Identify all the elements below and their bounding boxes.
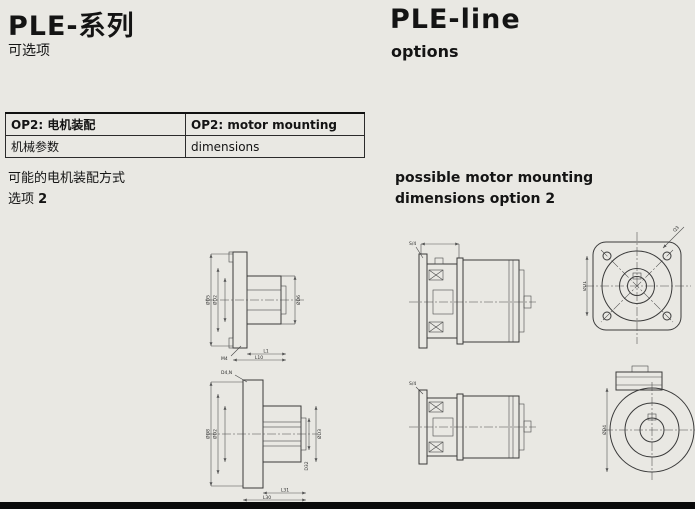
bolt-top (428, 401, 444, 413)
flange-section-large-svg: D4,N ØD8 ØD2 D32 ØD3 L31 L30 (205, 370, 323, 502)
dim-label: ØD3 (316, 429, 323, 439)
intro-zh: 可能的电机装配方式 选项 2 (8, 168, 125, 210)
table-cell-op2-en: OP2: motor mounting (185, 112, 365, 136)
intro-zh-line2-number: 2 (38, 192, 48, 207)
drawing-motor-side-top: S/4 (405, 236, 540, 366)
bolt-bottom (428, 441, 444, 453)
bolt-bottom (428, 321, 444, 333)
motor-flange (456, 257, 464, 345)
bolt-hole (662, 311, 672, 321)
page-subtitle-en: options (391, 42, 459, 61)
intro-en-line1: possible motor mounting (395, 170, 594, 186)
dim-label: ØD1 (583, 281, 588, 291)
page-subtitle-zh: 可选项 (8, 43, 50, 59)
note-label: S/4 (409, 381, 416, 387)
bolt-hole (602, 251, 612, 261)
dim-label: L10 (255, 355, 263, 361)
terminal-box-top (631, 365, 649, 373)
bolt-hole (662, 251, 672, 261)
motor-endcap (518, 269, 525, 333)
adapter-housing (426, 263, 458, 339)
intro-zh-line2: 选项 2 (8, 189, 125, 210)
drawing-flange-section-small: ØD5 ØD2 ØD6 L1 L10 M4 (203, 228, 313, 364)
note-label: D4,N (221, 370, 232, 376)
table-cell-op2-zh: OP2: 电机装配 (5, 112, 186, 136)
bolt-hole (602, 311, 612, 321)
bolt-top (428, 269, 444, 281)
motor-side-bottom-svg: S/4 (409, 381, 536, 465)
note-label: M4 (221, 356, 228, 362)
drawing-front-view-top: Q3 ØD1 (581, 218, 695, 360)
note-label: S/4 (409, 241, 416, 247)
page-title-en: PLE-line (390, 4, 521, 35)
dim-label: ØD6 (295, 295, 302, 305)
dim-label: L31 (281, 488, 289, 494)
dim-label: D32 (304, 461, 310, 470)
output-flange (418, 253, 428, 349)
footer-bar (0, 502, 695, 509)
motor-body (462, 259, 520, 343)
flange-tab-top (228, 251, 234, 263)
eyebolt (434, 257, 444, 265)
dim-label: L30 (263, 495, 271, 501)
drawing-flange-section-large: D4,N ØD8 ØD2 D32 ØD3 L31 L30 (205, 366, 325, 502)
intro-en: possible motor mounting dimensions optio… (395, 168, 593, 210)
page-title-zh: PLE-系列 (8, 11, 135, 42)
table-cell-dimensions-zh: 机械参数 (5, 135, 186, 158)
dim-label: Q3 (672, 225, 681, 234)
drawing-motor-side-bottom: S/4 (405, 376, 540, 476)
intro-en-line2: dimensions option 2 (395, 191, 556, 207)
dim-label: ØD4 (602, 425, 608, 435)
dim-label: L1 (263, 349, 269, 355)
flange-section-small-svg: ØD5 ØD2 ØD6 L1 L10 M4 (205, 251, 305, 362)
motor-side-top-svg: S/4 (409, 241, 536, 349)
intro-zh-line1: 可能的电机装配方式 (8, 171, 126, 186)
front-view-top-svg: Q3 ØD1 (581, 225, 691, 344)
terminal-box (615, 371, 663, 391)
dim-label: ØD2 (212, 295, 219, 305)
table-cell-dimensions-en: dimensions (185, 135, 365, 158)
table-row: 机械参数 dimensions (5, 135, 365, 158)
drawing-rear-view-bottom: ØD4 (601, 362, 695, 502)
flange-tab-bottom (228, 337, 234, 349)
rear-view-bottom-svg: ØD4 (601, 365, 695, 480)
options-table: OP2: 电机装配 OP2: motor mounting 机械参数 dimen… (5, 112, 365, 158)
intro-zh-line2-label: 选项 (8, 192, 39, 207)
motor-shaft-end (523, 420, 532, 433)
table-row: OP2: 电机装配 OP2: motor mounting (5, 112, 365, 136)
